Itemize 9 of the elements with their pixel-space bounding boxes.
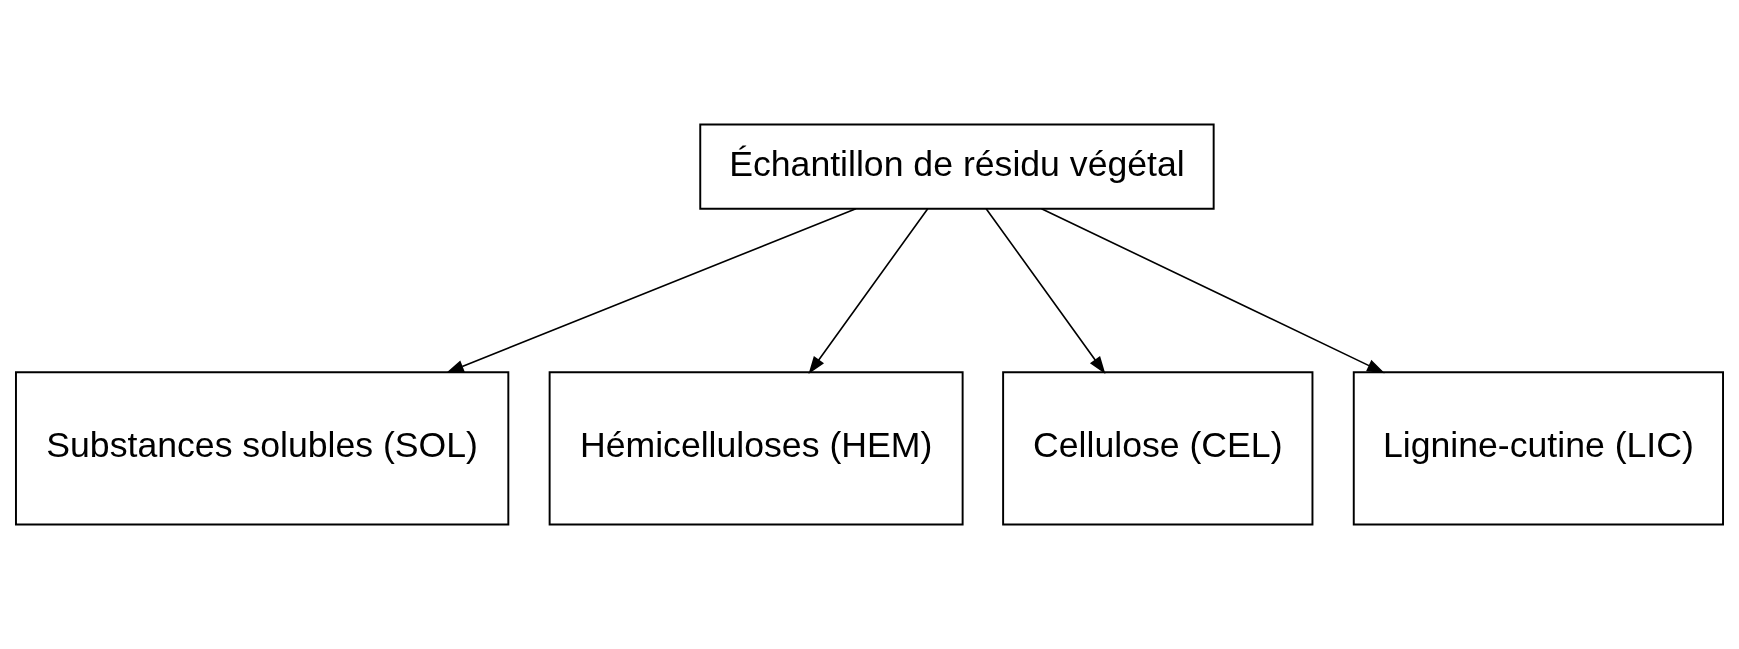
node-box: Échantillon de résidu végétal	[699, 123, 1215, 210]
arrow	[446, 207, 857, 374]
arrow	[985, 207, 1106, 375]
node-box: Lignine-cutine (LIC)	[1352, 371, 1724, 526]
arrow	[808, 207, 929, 375]
node-box: Hémicelluloses (HEM)	[548, 371, 964, 526]
arrow	[1040, 207, 1385, 374]
node-box: Cellulose (CEL)	[1002, 371, 1314, 526]
node-box: Substances solubles (SOL)	[15, 371, 510, 526]
